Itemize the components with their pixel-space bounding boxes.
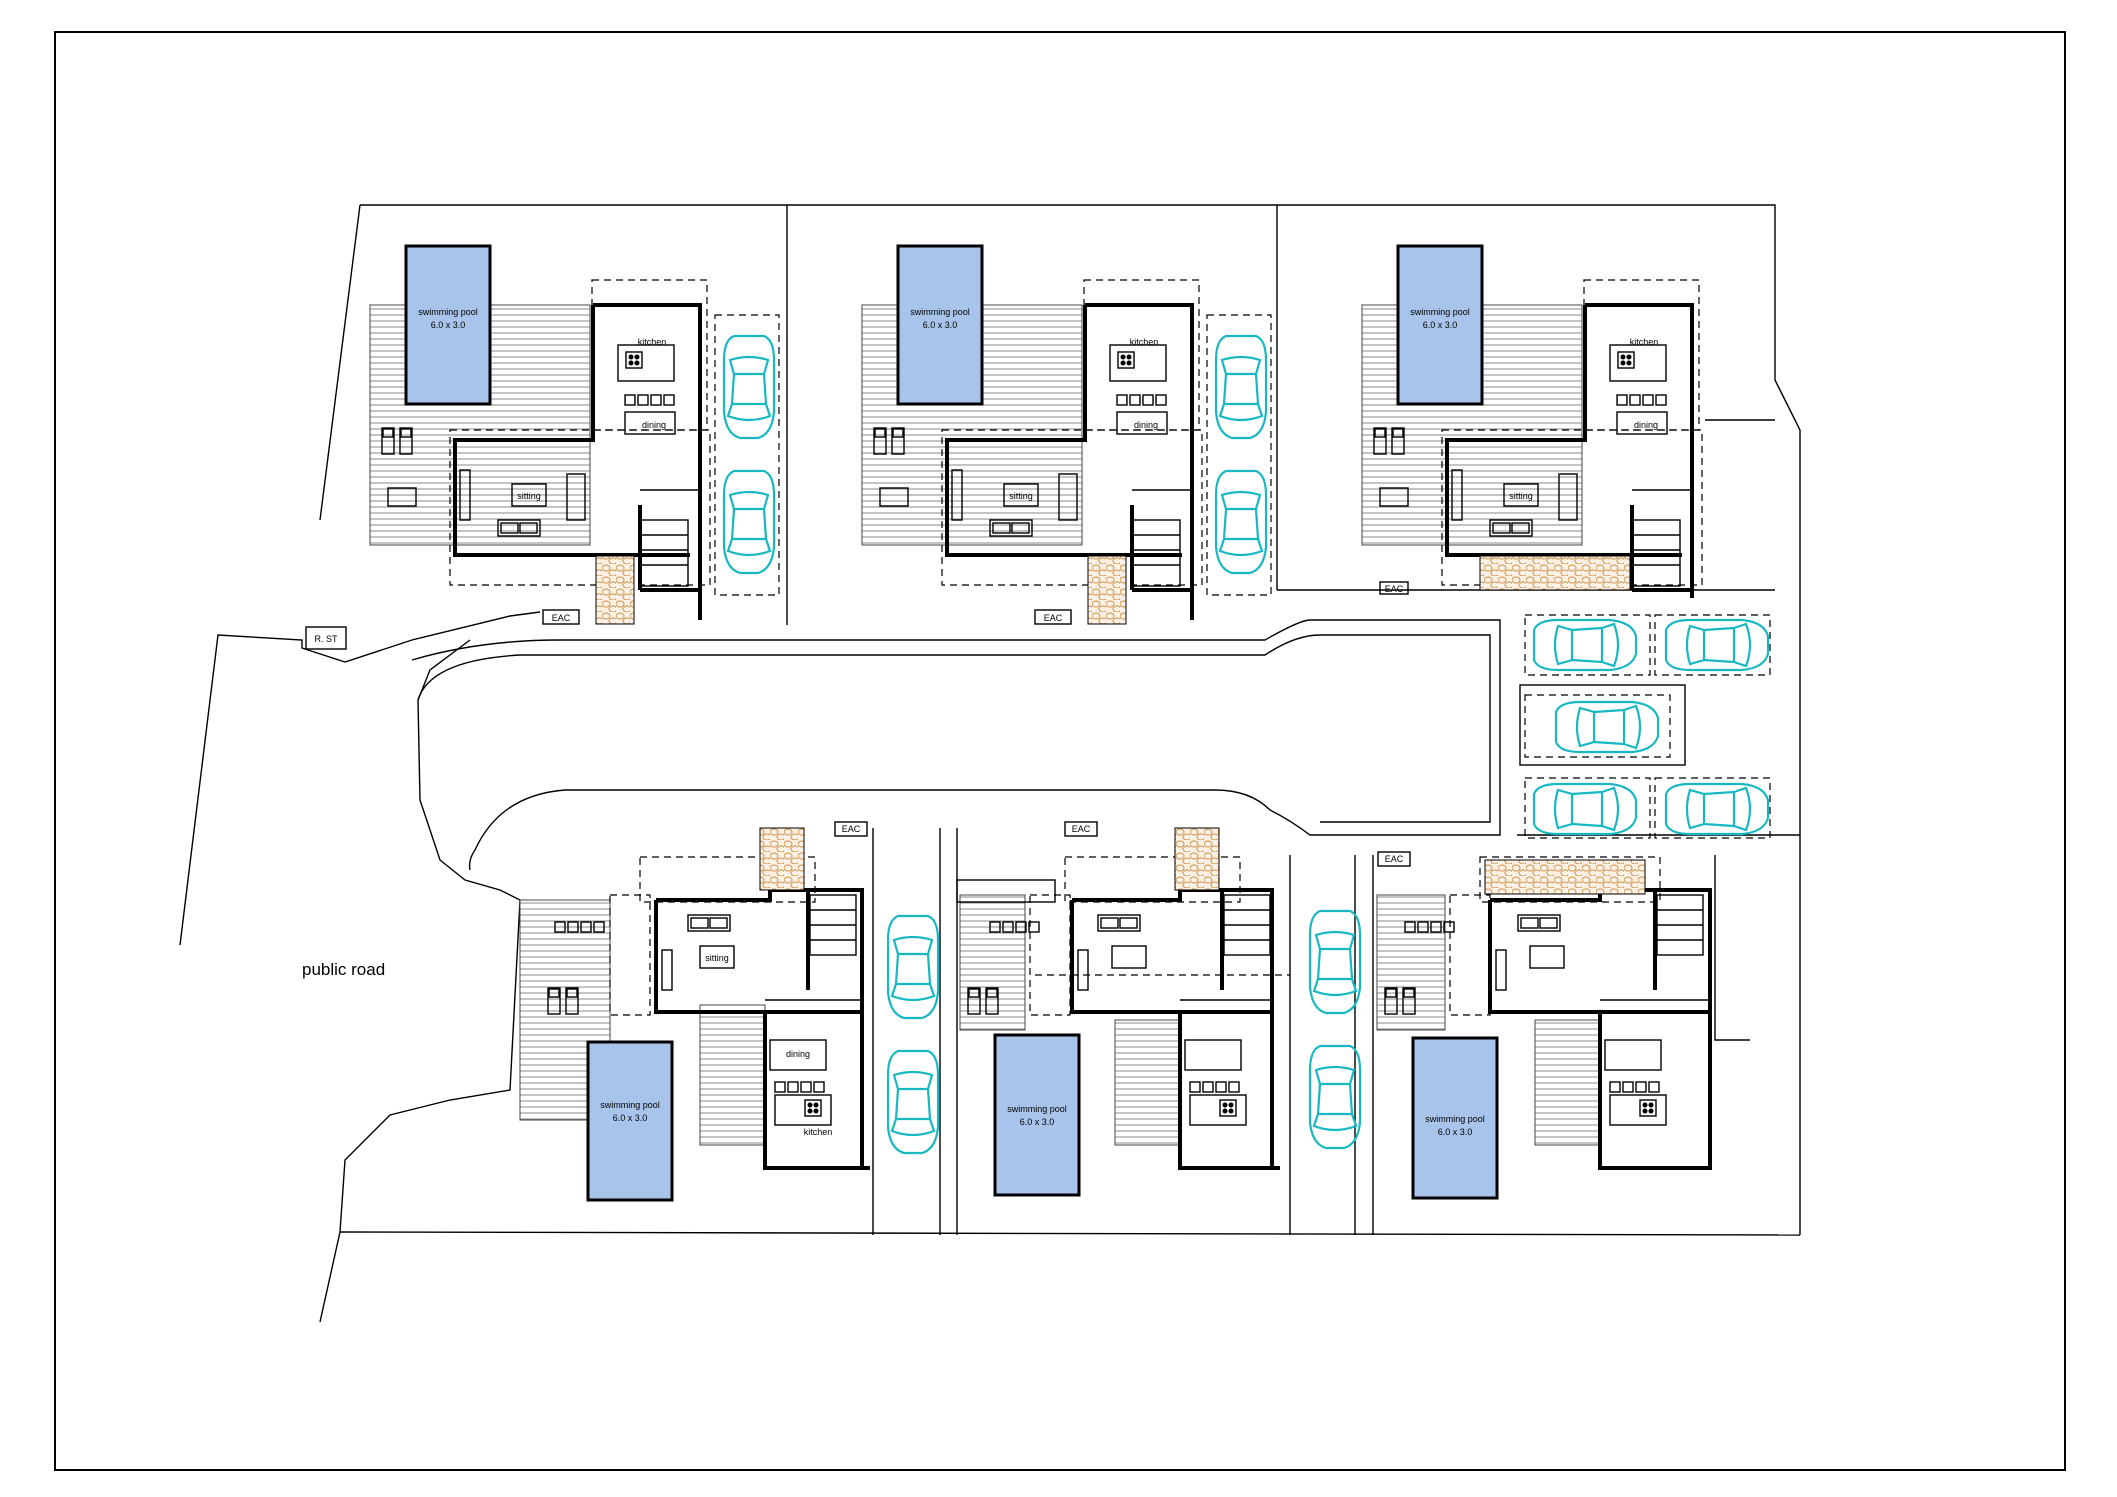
relay-station-box: [305, 626, 347, 650]
drawing-border: [54, 31, 2066, 1471]
room-label: dining: [1634, 420, 1658, 430]
parked-car: [1308, 1044, 1362, 1150]
room-label: sitting: [517, 491, 541, 501]
swimming-pool: [993, 1033, 1081, 1197]
public-road-label: public road: [302, 960, 385, 979]
parked-car: [722, 469, 776, 575]
pool-size: 6.0 x 3.0: [1020, 1117, 1055, 1127]
house-top-middle: swimming pool 6.0 x 3.0 kitchen dining s…: [861, 244, 1272, 625]
parked-car: [1532, 618, 1638, 672]
swimming-pool: [896, 244, 984, 406]
house-bottom-right: swimming pool 6.0 x 3.0 EAC: [1376, 851, 1750, 1200]
parked-car: [1664, 618, 1770, 672]
house-top-right: swimming pool 6.0 x 3.0 kitchen dining s…: [1361, 244, 1703, 598]
eac-label: EAC: [1072, 824, 1091, 834]
parked-car: [1554, 700, 1660, 754]
eac-label: EAC: [842, 824, 861, 834]
house-bottom-middle: swimming pool 6.0 x 3.0 EAC: [956, 821, 1362, 1197]
pool-label: swimming pool: [600, 1100, 660, 1110]
site-boundary-bottom: [339, 1231, 1801, 1236]
room-label: dining: [786, 1049, 810, 1059]
room-label: sitting: [705, 953, 729, 963]
room-label: kitchen: [1630, 337, 1659, 347]
parking-area: [1519, 614, 1771, 839]
pool-size: 6.0 x 3.0: [613, 1113, 648, 1123]
parked-car: [1664, 782, 1770, 836]
eac-label: EAC: [552, 613, 571, 623]
swimming-pool: [1411, 1036, 1499, 1200]
room-label: dining: [642, 420, 666, 430]
pool-size: 6.0 x 3.0: [1423, 320, 1458, 330]
parked-car: [886, 914, 940, 1020]
swimming-pool: [586, 1040, 674, 1202]
pool-label: swimming pool: [1410, 307, 1470, 317]
access-road-inner: [417, 634, 1491, 823]
pool-label: swimming pool: [1007, 1104, 1067, 1114]
pool-label: swimming pool: [1425, 1114, 1485, 1124]
room-label: kitchen: [1130, 337, 1159, 347]
room-label: sitting: [1509, 491, 1533, 501]
room-label: sitting: [1009, 491, 1033, 501]
parked-car: [722, 334, 776, 440]
site-boundary-top: [319, 204, 361, 521]
relay-station-label: R. ST: [314, 634, 338, 644]
room-label: dining: [1134, 420, 1158, 430]
swimming-pool: [1396, 244, 1484, 406]
pool-size: 6.0 x 3.0: [431, 320, 466, 330]
house-top-left: swimming pool 6.0 x 3.0 kitchen dining s…: [369, 244, 780, 625]
public-road-edge: [179, 611, 541, 946]
pool-size: 6.0 x 3.0: [923, 320, 958, 330]
eac-label: EAC: [1385, 584, 1404, 594]
eac-label: EAC: [1385, 854, 1404, 864]
site-boundary: [360, 204, 1801, 1235]
parked-car: [1532, 782, 1638, 836]
parked-car: [1308, 909, 1362, 1015]
pool-label: swimming pool: [910, 307, 970, 317]
parked-car: [1214, 334, 1268, 440]
access-road: [411, 619, 1501, 871]
parked-car: [886, 1049, 940, 1155]
room-label: kitchen: [804, 1127, 833, 1137]
pool-label: swimming pool: [418, 307, 478, 317]
pool-size: 6.0 x 3.0: [1438, 1127, 1473, 1137]
eac-label: EAC: [1044, 613, 1063, 623]
parked-car: [1214, 469, 1268, 575]
room-label: kitchen: [638, 337, 667, 347]
swimming-pool: [404, 244, 492, 406]
public-road-edge-2: [319, 639, 521, 1323]
house-bottom-left: swimming pool 6.0 x 3.0 sitting dining k…: [519, 821, 940, 1202]
